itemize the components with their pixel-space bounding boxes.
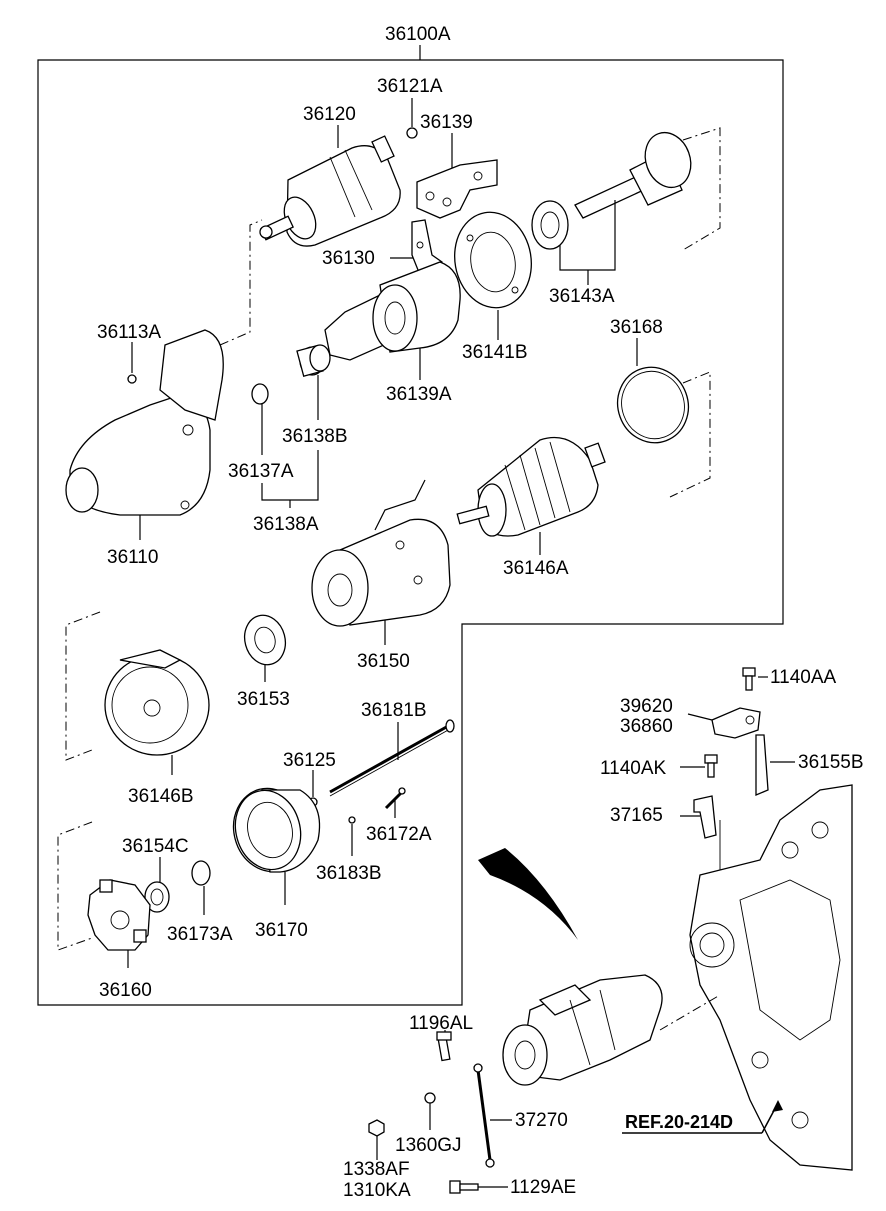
label-1338AF: 1338AF: [343, 1159, 410, 1180]
oring-36168[interactable]: [607, 357, 699, 452]
label-36120: 36120: [303, 104, 356, 125]
label-36181B: 36181B: [361, 700, 427, 721]
leader-39620: [687, 713, 713, 721]
label-36170: 36170: [255, 920, 308, 941]
label-36113A: 36113A: [97, 322, 161, 343]
bearing-36153[interactable]: [239, 611, 291, 670]
label-36100A: 36100A: [385, 24, 451, 45]
reference-label: REF.20-214D: [625, 1112, 733, 1132]
assembly-boundary: [37, 59, 784, 1006]
label-1140AK: 1140AK: [600, 758, 667, 779]
label-36155B: 36155B: [798, 752, 864, 773]
relay-39620[interactable]: [711, 707, 761, 739]
dash-starter: [659, 994, 721, 1031]
yoke-36150[interactable]: [311, 479, 451, 627]
label-36143A: 36143A: [549, 286, 615, 307]
label-36121A: 36121A: [377, 76, 443, 97]
nut-1360GJ[interactable]: [424, 1092, 436, 1104]
label-36110: 36110: [107, 547, 158, 568]
label-1196AL: 1196AL: [409, 1013, 473, 1034]
flywheel-housing: [689, 784, 853, 1171]
snap-ring-36173A[interactable]: [191, 860, 211, 886]
label-1310KA: 1310KA: [343, 1180, 411, 1201]
reference-arrowhead: [772, 1100, 783, 1112]
ground-cable-37270[interactable]: [473, 1063, 495, 1168]
bolt-1140AA[interactable]: [742, 667, 756, 691]
through-bolt-36181B[interactable]: [329, 719, 455, 797]
bracket-36139[interactable]: [416, 159, 498, 219]
dash-36146B: [65, 611, 101, 761]
label-36160: 36160: [99, 980, 152, 1001]
label-39620: 39620: [620, 696, 673, 717]
bolt-1129AE[interactable]: [449, 1180, 479, 1194]
solenoid-36120[interactable]: [259, 135, 401, 247]
label-36139: 36139: [420, 112, 473, 133]
dash-36143A: [682, 127, 721, 251]
bracket-37165[interactable]: [693, 795, 717, 839]
label-36172A: 36172A: [366, 824, 432, 845]
label-36860: 36860: [620, 716, 673, 737]
label-36138A: 36138A: [253, 514, 319, 535]
label-1140AA: 1140AA: [770, 667, 837, 688]
dash-36160: [57, 821, 93, 951]
label-36154C: 36154C: [122, 836, 189, 857]
front-housing-36110[interactable]: [65, 329, 224, 516]
label-36173A: 36173A: [167, 924, 233, 945]
end-cover-36146B[interactable]: [104, 649, 210, 756]
oring-36113A[interactable]: [127, 374, 137, 384]
label-36130: 36130: [322, 248, 375, 269]
label-36146B: 36146B: [128, 786, 194, 807]
label-36168: 36168: [610, 317, 663, 338]
rear-cover-36170[interactable]: [224, 780, 321, 880]
snap-ring-36137A[interactable]: [251, 383, 269, 405]
label-1360GJ: 1360GJ: [395, 1135, 462, 1156]
armature-36146A[interactable]: [456, 436, 606, 537]
label-36153: 36153: [237, 689, 290, 710]
washer-36183B[interactable]: [348, 816, 356, 824]
pinion-clutch-36139A[interactable]: [324, 261, 461, 361]
label-36139A: 36139A: [386, 384, 452, 405]
drive-shaft-36143A[interactable]: [531, 126, 698, 250]
screw-36172A[interactable]: [384, 787, 406, 810]
bearing-36154C[interactable]: [144, 881, 170, 913]
label-36125: 36125: [283, 750, 336, 771]
label-36138B: 36138B: [282, 426, 348, 447]
brush-holder-36160[interactable]: [87, 879, 151, 951]
label-37270: 37270: [515, 1110, 568, 1131]
label-36150: 36150: [357, 651, 410, 672]
label-36183B: 36183B: [316, 863, 382, 884]
bolt-1196AL[interactable]: [436, 1031, 452, 1062]
starter-motor-assembly: [502, 974, 663, 1086]
label-1129AE: 1129AE: [510, 1177, 576, 1198]
bracket-36155B[interactable]: [755, 734, 769, 796]
nut-1338AF[interactable]: [368, 1119, 385, 1137]
label-36146A: 36146A: [503, 558, 569, 579]
label-36141B: 36141B: [462, 342, 528, 363]
direction-arrow: [478, 848, 578, 940]
label-36137A: 36137A: [228, 461, 294, 482]
plate-36141B[interactable]: [447, 206, 539, 314]
bolt-1140AK[interactable]: [704, 754, 718, 778]
label-37165: 37165: [610, 805, 663, 826]
bushing-36138B[interactable]: [296, 344, 331, 377]
dash-36168: [669, 371, 711, 498]
nut-36121A[interactable]: [406, 127, 418, 139]
dash-36110: [219, 219, 263, 346]
